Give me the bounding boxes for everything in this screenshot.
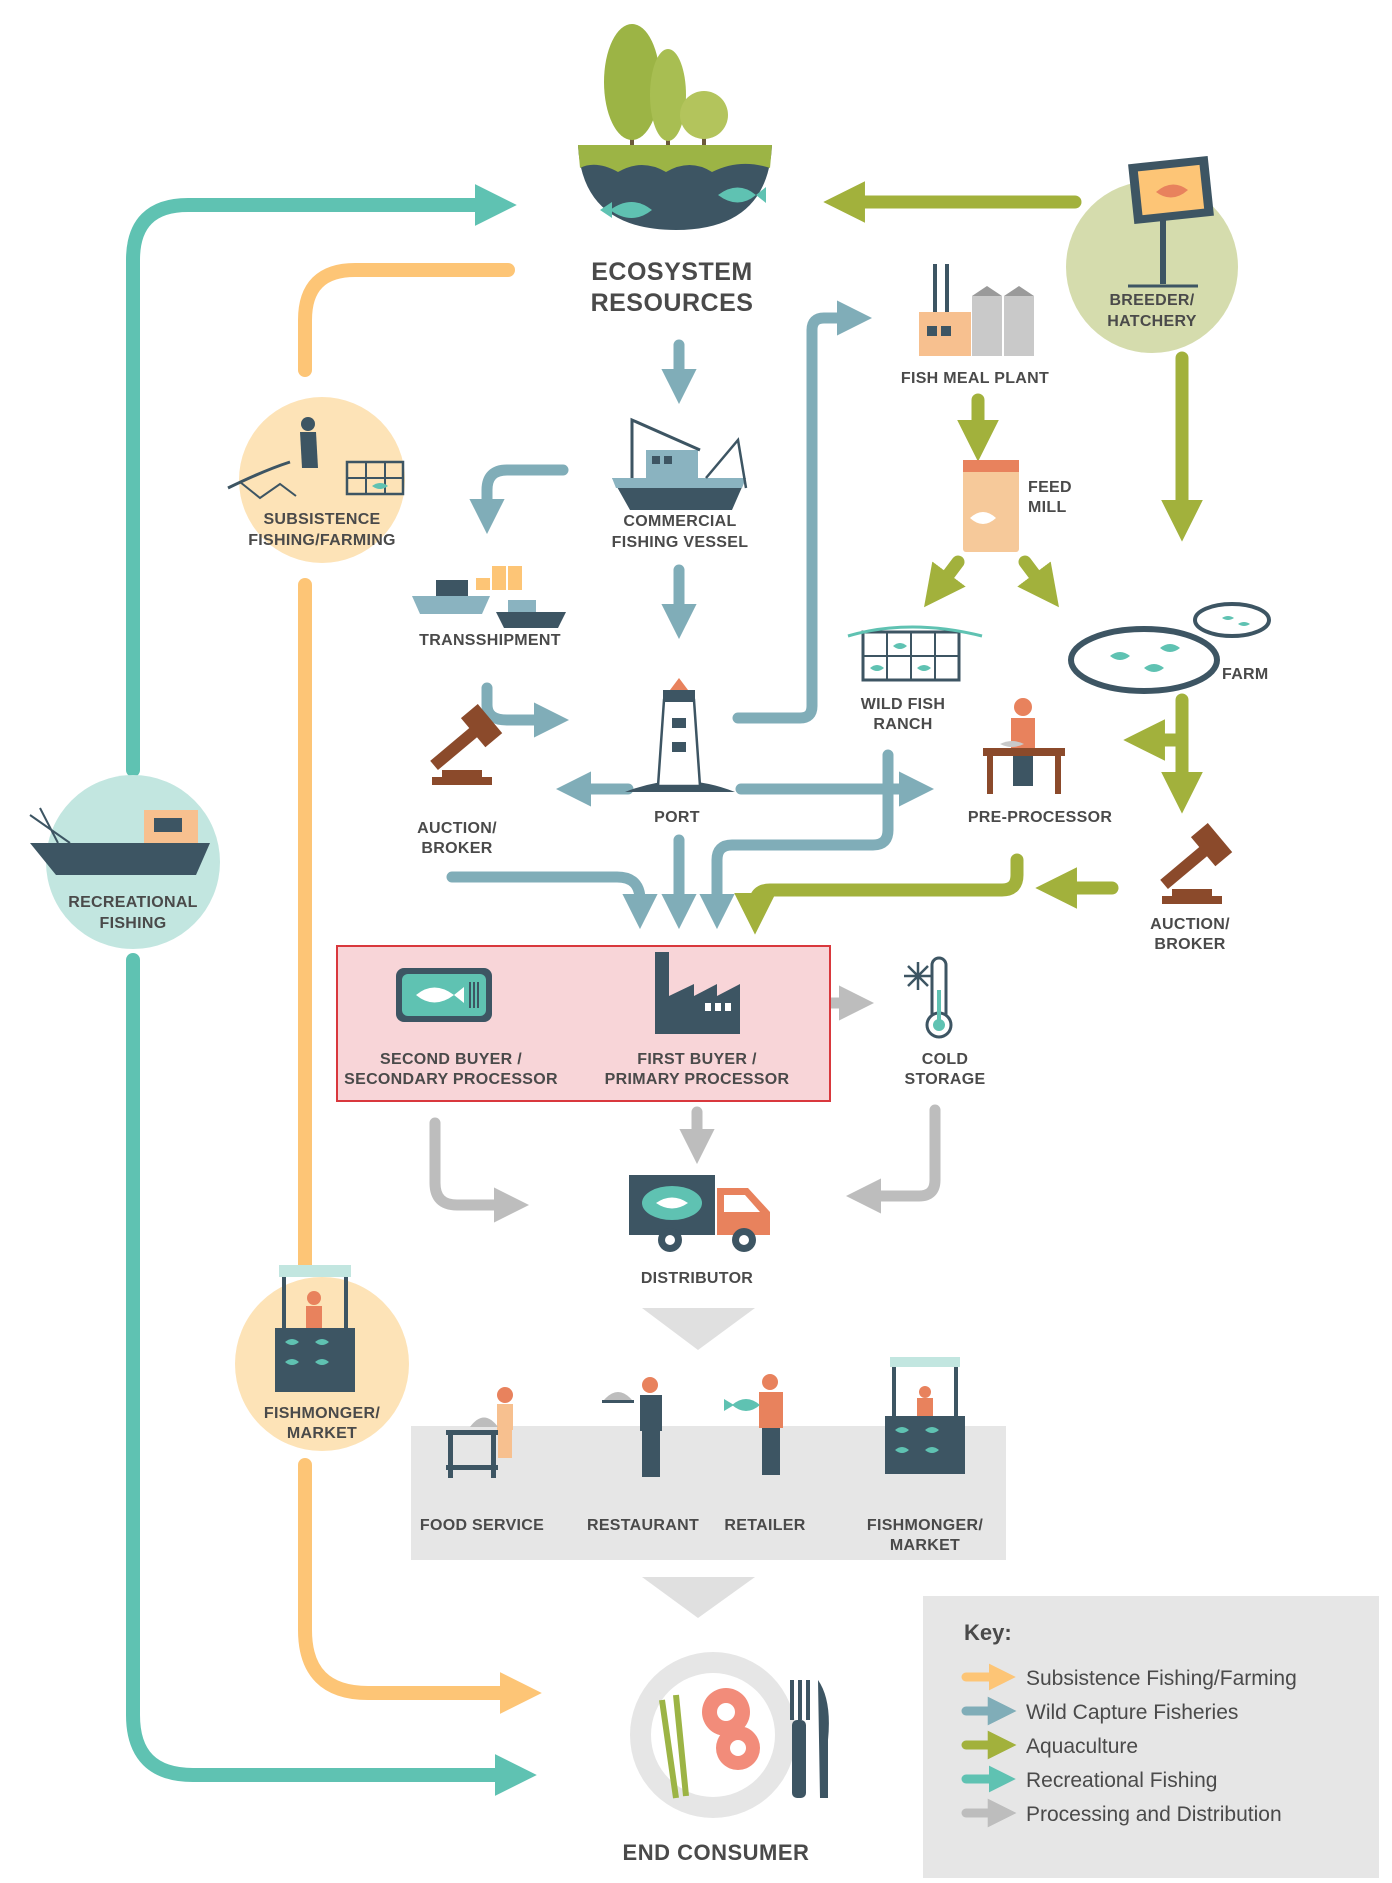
port-lighthouse-icon: [625, 678, 735, 792]
restaurant-label: RESTAURANT: [587, 1517, 699, 1534]
retailer-label: RETAILER: [724, 1517, 805, 1534]
legend-item-label: Aquaculture: [1026, 1735, 1138, 1758]
auction-right-label-2: BROKER: [1154, 936, 1225, 953]
farm-label: FARM: [1222, 666, 1269, 683]
breeder-hatchery-icon: [1066, 155, 1238, 353]
subsistence-flow: [298, 263, 542, 1714]
legend-item-label: Wild Capture Fisheries: [1026, 1701, 1238, 1724]
cold-storage-icon: [904, 956, 953, 1039]
pre-processor-label: PRE-PROCESSOR: [968, 809, 1113, 826]
legend-item-label: Processing and Distribution: [1026, 1803, 1282, 1826]
subsistence-icon: [227, 397, 405, 563]
food-service-label: FOOD SERVICE: [420, 1517, 544, 1534]
fishmonger-circle-icon: [235, 1265, 409, 1451]
funnel-chevron-upper: [642, 1308, 755, 1350]
recreational-label-1: RECREATIONAL: [68, 894, 198, 911]
breeder-label-2: HATCHERY: [1107, 313, 1197, 330]
legend-key: Key: Subsistence Fishing/Farming Wild Ca…: [923, 1596, 1379, 1878]
end-consumer-label: END CONSUMER: [623, 1840, 810, 1865]
fishmonger-row-label-1: FISHMONGER/: [867, 1517, 983, 1534]
transshipment-label: TRANSSHIPMENT: [419, 632, 561, 649]
auction-left-label-2: BROKER: [421, 840, 492, 857]
auction-left-label-1: AUCTION/: [417, 820, 497, 837]
legend-item-aquaculture: Aquaculture: [961, 1730, 1138, 1760]
legend-item-label: Subsistence Fishing/Farming: [1026, 1667, 1297, 1690]
legend-item-wild-capture: Wild Capture Fisheries: [961, 1696, 1238, 1726]
commercial-vessel-icon: [612, 417, 748, 510]
distributor-truck-icon: [629, 1175, 770, 1252]
transshipment-icon: [412, 566, 566, 628]
auction-gavel-icon-left: [430, 703, 503, 785]
fishmonger-row-label-2: MARKET: [890, 1537, 960, 1554]
subsistence-label-2: FISHING/FARMING: [248, 532, 396, 549]
funnel-chevron-lower: [642, 1577, 755, 1618]
second-buyer-icon: [396, 968, 492, 1022]
end-consumer-plate-icon: [630, 1652, 829, 1818]
auction-gavel-icon-right: [1160, 822, 1233, 904]
first-buyer-label-2: PRIMARY PROCESSOR: [605, 1071, 790, 1088]
restaurant-waiter-icon: [602, 1377, 662, 1477]
legend-item-recreational: Recreational Fishing: [961, 1765, 1217, 1793]
aquaculture-flow: [734, 181, 1203, 935]
distributor-label: DISTRIBUTOR: [641, 1270, 753, 1287]
wild-fish-ranch-label-2: RANCH: [873, 716, 932, 733]
fishmonger-circle-label-1: FISHMONGER/: [264, 1405, 380, 1422]
fishmonger-row-icon: [885, 1357, 965, 1474]
feed-mill-label-2: MILL: [1028, 499, 1067, 516]
fish-meal-plant-label: FISH MEAL PLANT: [901, 370, 1049, 387]
wild-fish-ranch-icon: [847, 625, 983, 682]
commercial-vessel-label-2: FISHING VESSEL: [612, 534, 749, 551]
feed-mill-label-1: FEED: [1028, 479, 1072, 496]
second-buyer-label-1: SECOND BUYER /: [380, 1051, 522, 1068]
fishmonger-circle-label-2: MARKET: [287, 1425, 357, 1442]
wild-capture-flow: [446, 300, 935, 930]
ecosystem-label-1: ECOSYSTEM: [591, 258, 752, 286]
breeder-label-1: BREEDER/: [1109, 292, 1194, 309]
recreational-label-2: FISHING: [100, 915, 167, 932]
commercial-vessel-label-1: COMMERCIAL: [623, 513, 736, 530]
food-service-icon: [446, 1387, 513, 1478]
legend-item-subsistence: Subsistence Fishing/Farming: [961, 1663, 1297, 1691]
recreational-flow: [126, 184, 537, 1796]
ecosystem-label-2: RESOURCES: [591, 289, 754, 317]
farm-icon: [1068, 602, 1271, 694]
recreational-fishing-icon: [29, 775, 220, 949]
legend-title: Key:: [964, 1620, 1012, 1645]
wild-fish-ranch-label-1: WILD FISH: [861, 696, 945, 713]
legend-item-label: Recreational Fishing: [1026, 1769, 1217, 1792]
pre-processor-icon: [983, 698, 1065, 794]
port-label: PORT: [654, 809, 700, 826]
fish-meal-plant-icon: [919, 264, 1034, 356]
second-buyer-label-2: SECONDARY PROCESSOR: [344, 1071, 558, 1088]
subsistence-label-1: SUBSISTENCE: [263, 511, 380, 528]
first-buyer-label-1: FIRST BUYER /: [637, 1051, 757, 1068]
feed-mill-icon: [963, 460, 1019, 552]
first-buyer-factory-icon: [655, 952, 740, 1034]
cold-storage-label-1: COLD: [922, 1051, 969, 1068]
auction-right-label-1: AUCTION/: [1150, 916, 1230, 933]
cold-storage-label-2: STORAGE: [905, 1071, 986, 1088]
retailer-icon: [724, 1374, 783, 1475]
legend-item-processing: Processing and Distribution: [961, 1798, 1282, 1828]
ecosystem-icon: [578, 24, 772, 230]
